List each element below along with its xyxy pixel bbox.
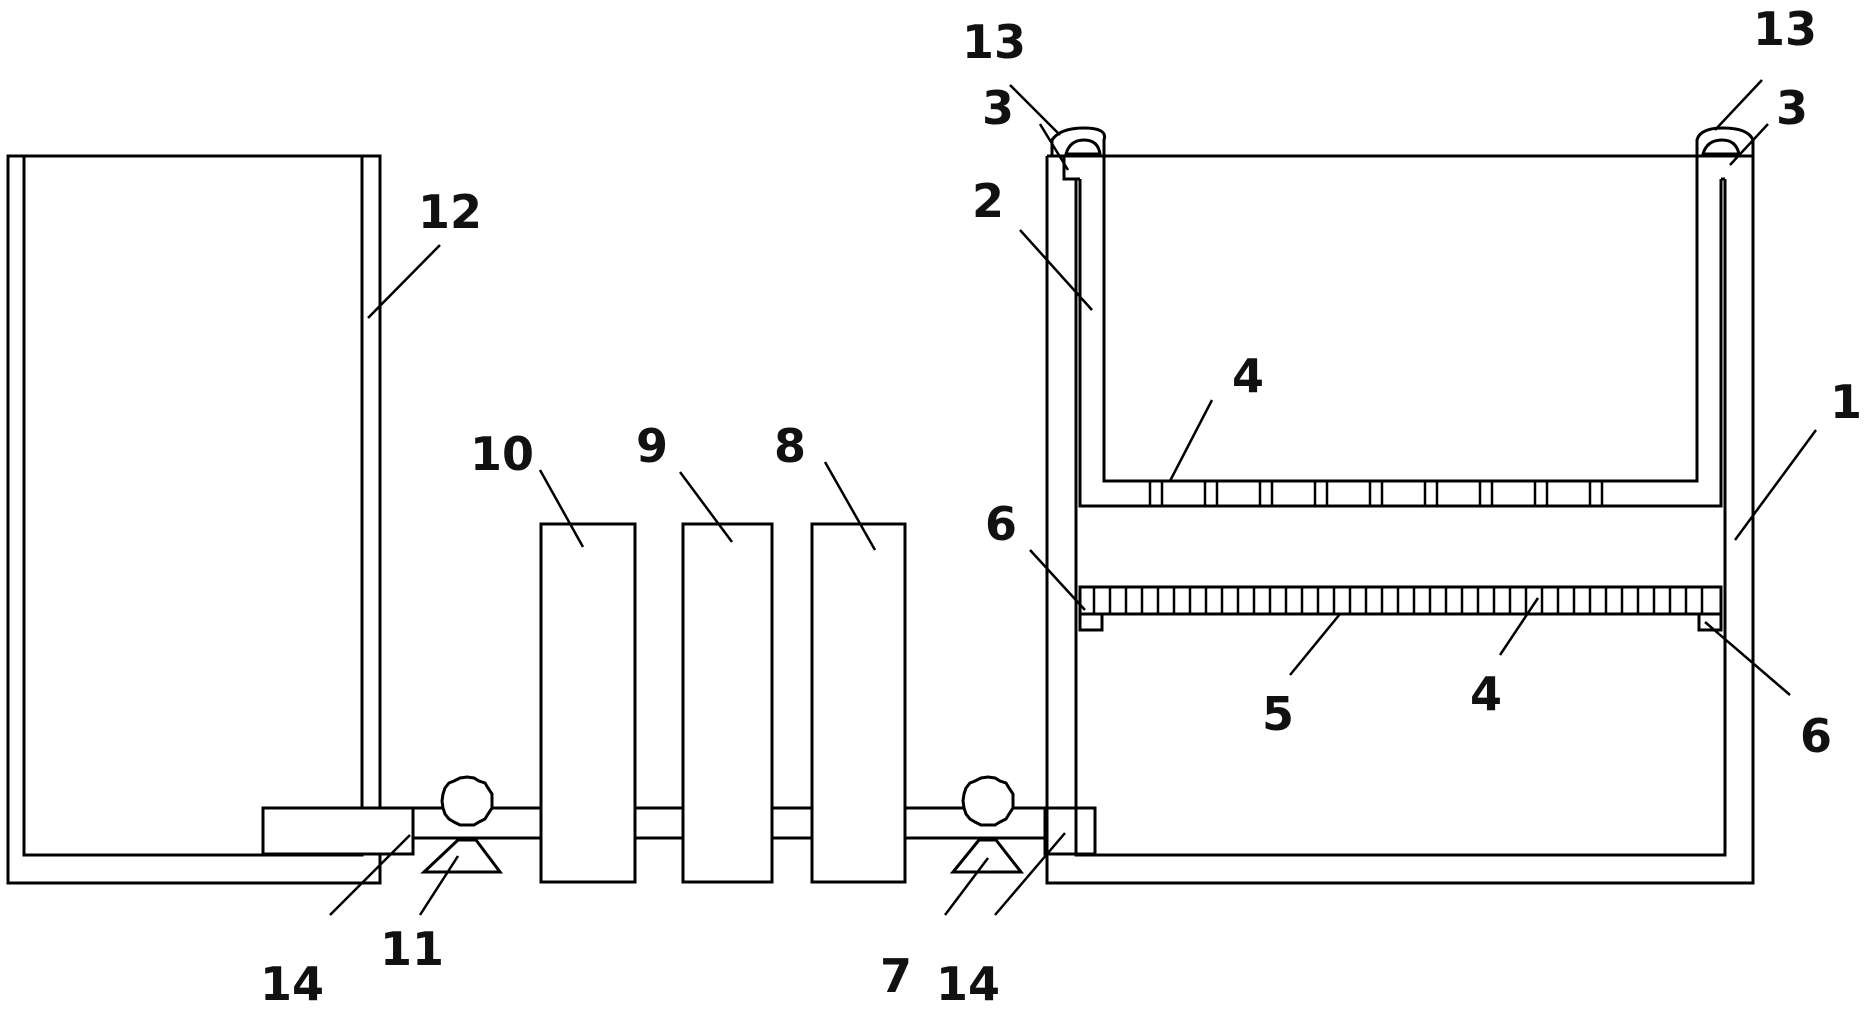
left-tank [6,154,382,885]
label-14-left: 14 [260,957,324,1011]
label-13-left: 13 [962,15,1026,69]
label-7: 7 [880,949,912,1003]
main-tank-1 [1045,154,1755,885]
label-12: 12 [418,185,482,239]
label-2: 2 [972,174,1004,228]
label-3-right: 3 [1776,81,1808,135]
hook-13-right [1695,126,1755,158]
upper-perforated-plate [1148,481,1604,506]
label-8: 8 [774,419,806,473]
label-4-upper: 4 [1232,349,1264,403]
leader-lines [329,79,1818,916]
label-13-right: 13 [1753,2,1817,56]
label-9: 9 [636,419,668,473]
filter-column-10 [539,522,637,884]
pipe-segment [770,806,814,840]
hook-13-left [1050,126,1107,158]
label-6-right: 6 [1800,709,1832,763]
label-1: 1 [1830,375,1862,429]
left-outlet-block [261,806,415,856]
part-labels: 13 3 2 4 1 6 5 4 6 8 9 10 12 11 14 7 14 … [260,2,1862,1011]
pipe-segment [633,806,685,840]
label-11: 11 [380,922,444,976]
filter-column-8 [810,522,907,884]
label-6-left: 6 [985,497,1017,551]
filter-column-9 [681,522,774,884]
inner-basket-2 [1062,154,1725,508]
lower-plate-holes [1092,587,1704,614]
pump-7 [949,775,1025,874]
label-5: 5 [1262,687,1294,741]
support-6-right [1697,612,1723,632]
label-14-right: 14 [936,957,1000,1011]
support-6-left [1078,612,1104,632]
label-10: 10 [470,427,534,481]
pump-11 [420,775,503,874]
lower-perforated-plate-5 [1078,585,1723,616]
label-4-lower: 4 [1470,667,1502,721]
label-3-left: 3 [982,81,1014,135]
